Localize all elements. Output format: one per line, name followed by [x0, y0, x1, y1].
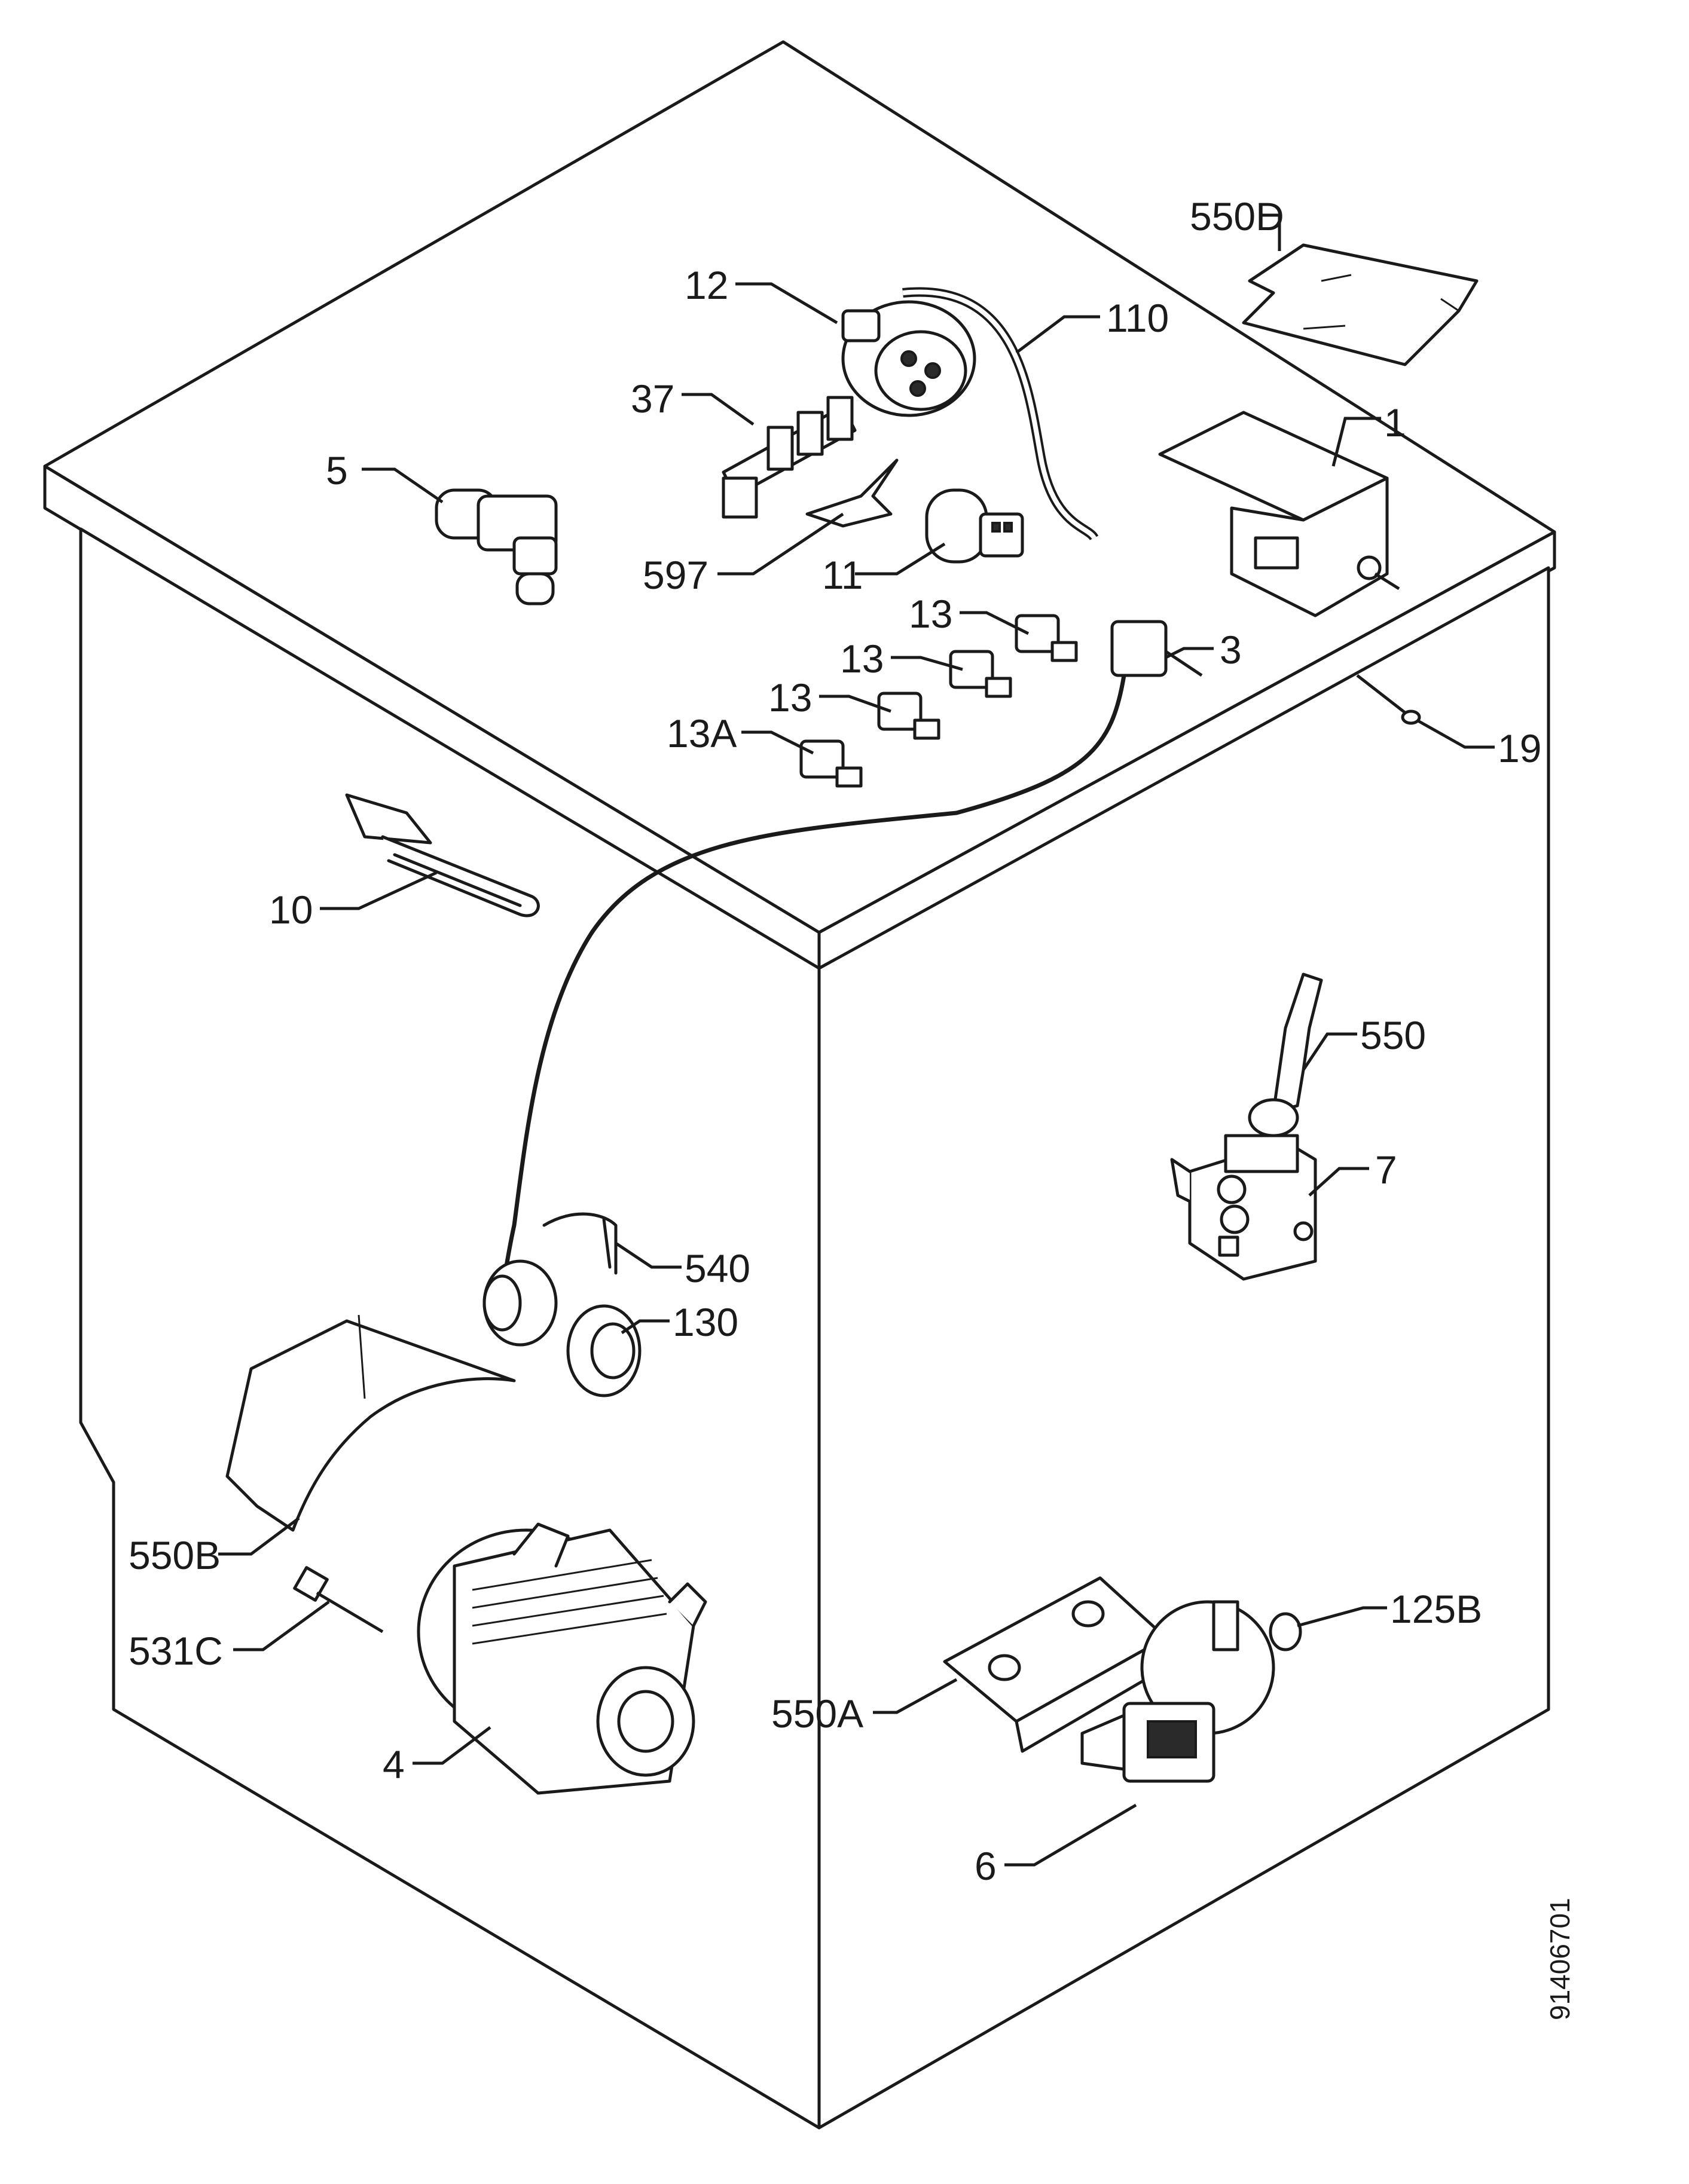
cable-grommet [482, 1259, 558, 1347]
leader-4 [413, 1726, 491, 1765]
callout-550b: 550B [129, 1533, 221, 1577]
callout-110: 110 [1106, 296, 1169, 340]
part-130-gasket [566, 1304, 642, 1397]
callout-12: 12 [685, 263, 728, 307]
callout-13-2: 13 [840, 637, 884, 681]
leader-13a [741, 730, 814, 755]
leader-597 [717, 512, 844, 576]
callout-125b: 125B [1390, 1587, 1482, 1631]
callout-19: 19 [1498, 726, 1541, 770]
callout-6: 6 [975, 1844, 997, 1888]
leader-125b [1297, 1606, 1387, 1628]
leader-550a [873, 1678, 958, 1714]
callout-531c: 531C [129, 1629, 223, 1673]
callout-540: 540 [685, 1246, 750, 1290]
callout-5: 5 [326, 448, 348, 493]
leader-11 [855, 542, 946, 576]
leader-13-3 [819, 695, 891, 713]
leader-3 [1165, 647, 1214, 659]
part-3-thermostat [494, 620, 1203, 1296]
callout-13-3: 13 [768, 675, 812, 720]
part-6-drain-pump [1080, 1600, 1275, 1783]
leader-13-2 [891, 656, 963, 671]
part-597-clip [805, 458, 899, 528]
callout-10: 10 [269, 888, 313, 932]
part-531c-screw [293, 1566, 384, 1634]
part-3-cable [494, 675, 1126, 1296]
callout-597: 597 [643, 553, 708, 597]
part-125b-ring [1269, 1612, 1302, 1651]
leader-12 [735, 282, 838, 325]
washer-cabinet [43, 40, 1556, 2130]
document-number: 91406701 [1544, 1898, 1575, 2020]
callout-13-1: 13 [909, 592, 952, 636]
leader-550d [1262, 213, 1281, 251]
part-10-heating-element [345, 793, 540, 917]
callout-13a: 13A [667, 711, 737, 755]
part-13a-connector [799, 739, 863, 788]
callout-550d: 550D [1190, 194, 1284, 238]
callout-11: 11 [822, 553, 863, 597]
leader-531c [233, 1600, 330, 1651]
callout-1: 1 [1384, 400, 1406, 445]
part-13-connector-2 [949, 650, 1012, 698]
part-5-inlet-valve [435, 488, 558, 605]
leader-110 [1015, 315, 1100, 354]
callout-3: 3 [1220, 628, 1242, 672]
leader-10 [320, 871, 438, 910]
part-550d-cover-plate [1242, 243, 1479, 366]
part-7-door-lock [1170, 1134, 1317, 1281]
cabinet-top-edge-right [817, 530, 1556, 970]
part-540-clamp [542, 1212, 618, 1275]
part-550b-shield [225, 1314, 516, 1532]
callout-130: 130 [673, 1300, 738, 1344]
leader-130 [621, 1319, 670, 1335]
callout-37: 37 [631, 377, 674, 421]
cabinet-right-side [817, 566, 1550, 2130]
leader-lines [218, 213, 1495, 1867]
callout-4: 4 [383, 1742, 405, 1787]
leader-550 [1302, 1032, 1357, 1071]
leader-5 [362, 467, 444, 504]
leader-13-1 [960, 611, 1030, 635]
leader-37 [682, 393, 755, 426]
leader-19 [1416, 718, 1495, 749]
leader-1 [1331, 417, 1381, 467]
part-37-terminal-block [722, 396, 857, 519]
leader-540 [615, 1241, 682, 1269]
leader-6 [1004, 1803, 1137, 1867]
part-13-connector-1 [1015, 614, 1078, 662]
leader-7 [1308, 1167, 1369, 1197]
part-550-lever [1248, 972, 1323, 1137]
callout-550: 550 [1360, 1013, 1426, 1057]
part-1-electronic-module [1158, 411, 1400, 617]
part-19-sensor [1356, 674, 1421, 725]
callout-550a: 550A [771, 1691, 863, 1736]
part-13-connector-3 [877, 692, 940, 740]
callout-7: 7 [1375, 1148, 1397, 1192]
part-4-motor [417, 1522, 707, 1795]
part-11-capacitor [925, 488, 1024, 564]
callout-labels: 550D 12 110 37 1 5 597 11 13 13 13 13A 3… [129, 194, 1541, 1888]
part-12-pressure-switch [841, 300, 976, 417]
leader-550b [218, 1517, 300, 1556]
